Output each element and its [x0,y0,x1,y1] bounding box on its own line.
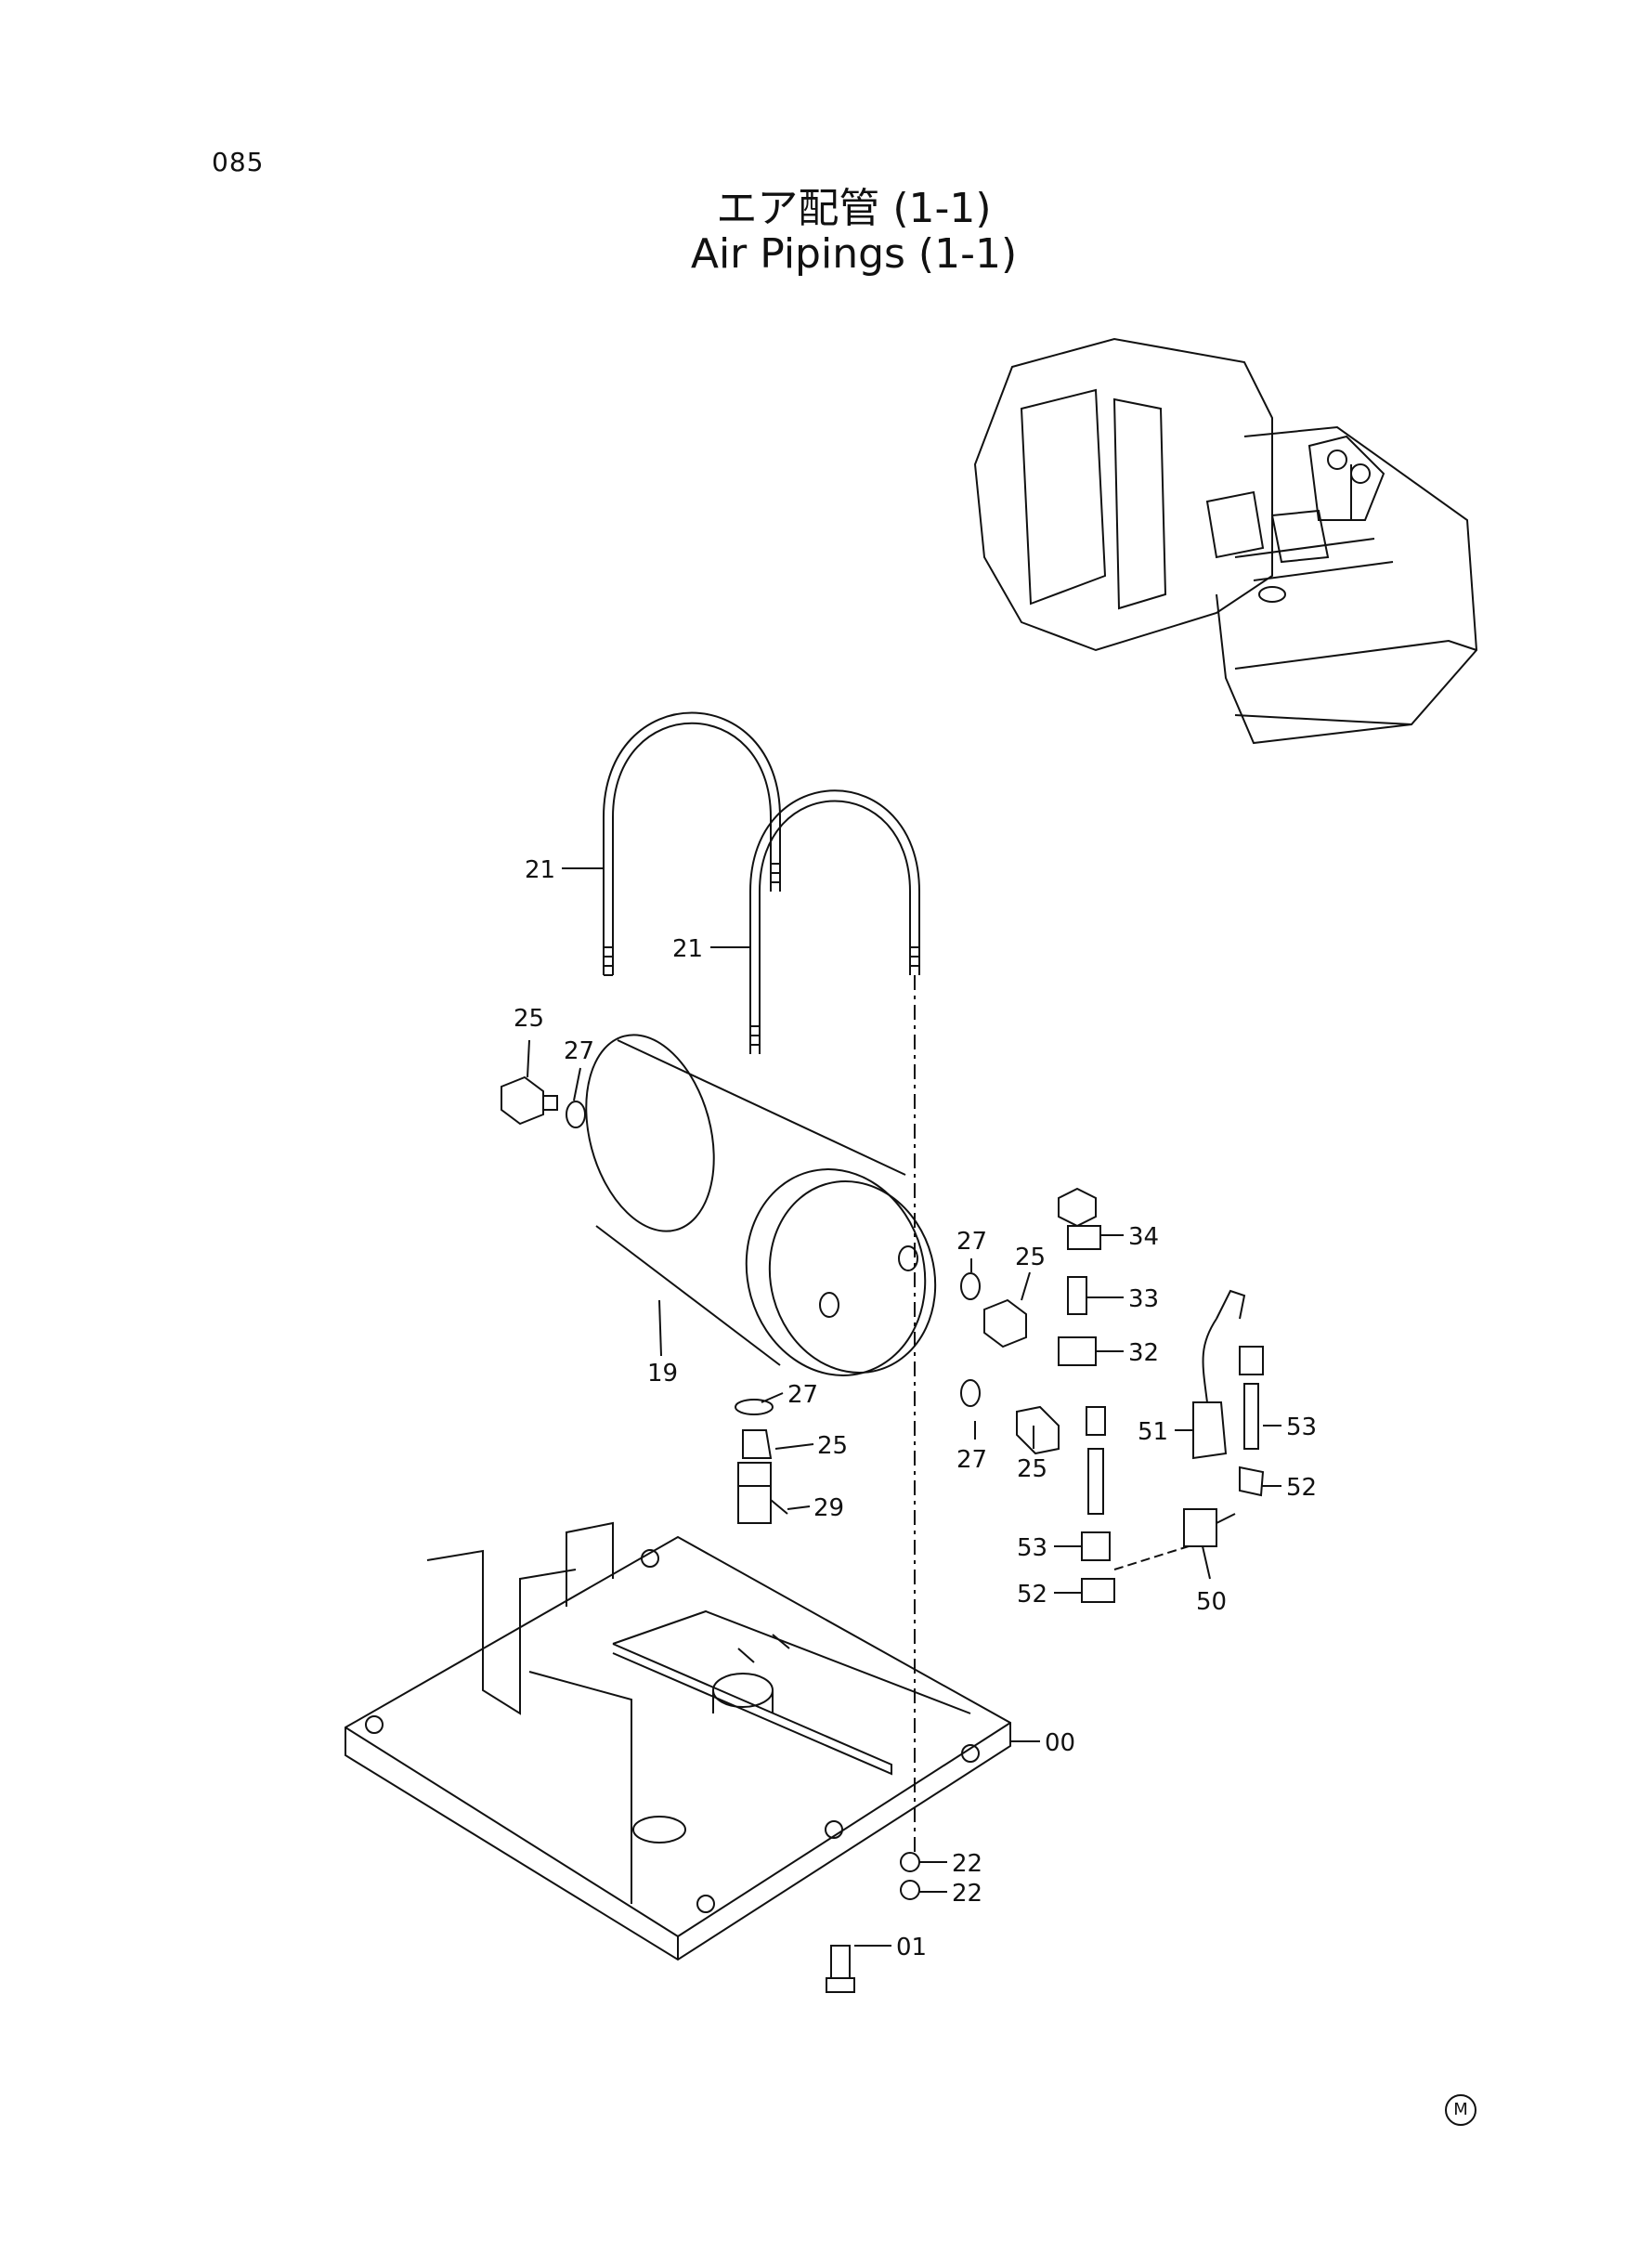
u-bolt-left [603,711,781,976]
title-english: Air Pipings (1-1) [690,230,1018,278]
callout-52-left: 52 [1017,1581,1047,1609]
callout-50: 50 [1196,1588,1227,1616]
callout-51: 51 [1138,1418,1168,1446]
callout-53-right: 53 [1286,1414,1317,1441]
callout-21-right: 21 [672,935,703,963]
callout-21-left: 21 [525,856,555,884]
m-circle-mark: M [1445,2094,1476,2126]
air-tank [585,1034,937,1376]
title-japanese: エア配管 (1-1) [716,185,992,232]
callout-25-bottom: 25 [817,1432,848,1460]
fittings [501,1075,1265,1993]
mounting-bracket [345,1521,1011,1961]
callout-22-lower: 22 [952,1880,982,1908]
callout-27-right-upper: 27 [956,1228,987,1256]
callout-27-top: 27 [564,1037,594,1065]
u-bolt-right [749,789,920,1054]
callout-19: 19 [647,1360,678,1388]
callout-25-top: 25 [514,1005,544,1033]
callout-27-bottom: 27 [787,1381,818,1409]
callout-27-right-lower: 27 [956,1446,987,1474]
callout-53-left: 53 [1017,1534,1047,1562]
page-number: 085 [212,147,265,177]
callout-52-right: 52 [1286,1474,1317,1502]
callout-25-right-upper: 25 [1015,1244,1046,1271]
leader-lines [527,867,1281,1947]
callout-34: 34 [1128,1223,1159,1251]
callout-29: 29 [813,1494,844,1522]
excavator-locator-view [973,337,1478,745]
callout-01: 01 [896,1934,927,1961]
callout-00: 00 [1045,1729,1075,1757]
callout-25-right-lower: 25 [1017,1455,1047,1483]
callout-32: 32 [1128,1339,1159,1367]
callout-22-upper: 22 [952,1850,982,1878]
callout-33: 33 [1128,1285,1159,1313]
alignment-line-2 [1113,1545,1190,1570]
